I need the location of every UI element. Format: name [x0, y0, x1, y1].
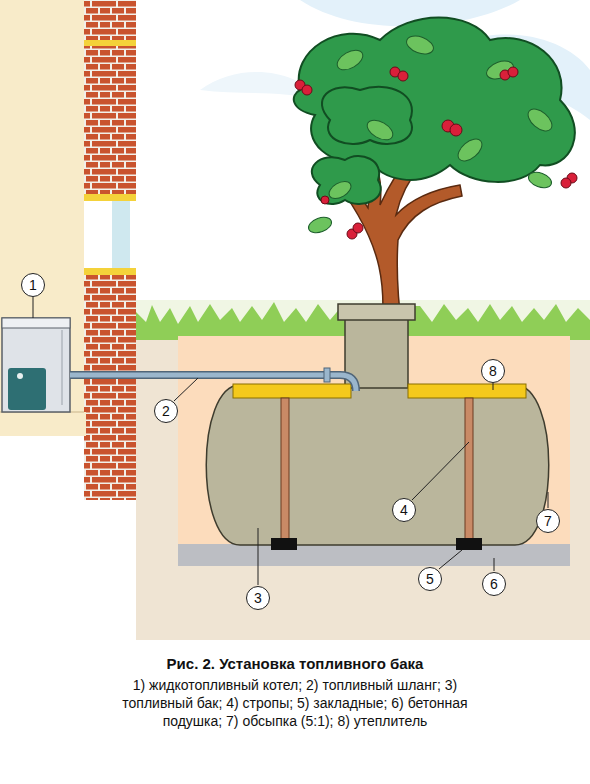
boiler-part: [2, 318, 70, 328]
callout-number: 5: [426, 572, 434, 586]
figure-title: Рис. 2. Установка топливного бака: [85, 655, 505, 672]
leader-lines-part: [33, 297, 34, 318]
tree-part-part: [404, 33, 436, 58]
boiler-part: [62, 330, 63, 405]
straps-part: [271, 538, 297, 550]
callout-number: 3: [254, 591, 262, 605]
tank-part: [338, 304, 415, 320]
house-part: [84, 268, 136, 275]
callout-circle: 6: [482, 572, 506, 596]
straps-part: [456, 538, 482, 550]
straps-part: [465, 398, 473, 540]
tree-part-part: [524, 105, 556, 135]
callout-circle: 4: [392, 498, 416, 522]
callout-number: 2: [162, 404, 170, 418]
figure-caption: 1) жидкотопливный котел; 2) топливный шл…: [120, 676, 470, 731]
callout-circle: 1: [21, 273, 45, 297]
callout-number: 7: [544, 514, 552, 528]
tree-part-part: [302, 85, 312, 95]
straps-part: [281, 398, 289, 540]
insulation: [233, 384, 526, 398]
ground-part: [136, 300, 590, 640]
tree-part-part: [561, 178, 571, 188]
tree-part-part: [450, 124, 462, 136]
tree: [294, 18, 577, 331]
straps: [271, 398, 482, 550]
ground: [136, 300, 590, 640]
callout-circle: 8: [481, 359, 505, 383]
insulation-part: [408, 384, 526, 398]
tree-part: [306, 33, 556, 236]
boiler: [2, 318, 70, 412]
tree-part: [295, 67, 577, 239]
leader-lines-part: [174, 378, 198, 401]
leader-lines-part: [494, 558, 495, 571]
house-part: [84, 272, 136, 500]
insulation-part: [233, 384, 351, 398]
tree-part-part: [353, 223, 363, 233]
leader-lines: [33, 297, 548, 585]
tree-part: [312, 156, 381, 204]
callout-number: 1: [29, 278, 37, 292]
fuel-hose-part: [70, 375, 356, 391]
callout-number: 8: [489, 364, 497, 378]
callout-number: 6: [490, 577, 498, 591]
fuel-hose: [70, 368, 356, 391]
callout-circle: 7: [536, 509, 560, 533]
tree-part-part: [306, 214, 333, 235]
ground-part: [178, 544, 570, 566]
house-part: [0, 412, 86, 436]
callout-circle: 5: [418, 567, 442, 591]
callout-circle: 3: [246, 586, 270, 610]
tank-part: [206, 385, 549, 545]
leader-lines-part: [493, 383, 494, 390]
callout-circle: 2: [154, 399, 178, 423]
house: [0, 0, 136, 500]
callout-number: 4: [400, 503, 408, 517]
house-part: [84, 40, 136, 46]
tree-part-part: [321, 196, 329, 204]
boiler-part: [8, 368, 46, 410]
tree-part-part: [526, 169, 553, 190]
house-part: [0, 0, 84, 412]
house-part: [84, 194, 136, 201]
leader-lines-part: [439, 550, 462, 569]
boiler-part: [17, 373, 23, 379]
leader-lines-part: [412, 442, 469, 500]
boiler-part: [2, 318, 70, 412]
leader-lines-part: [258, 528, 259, 585]
tree-part-part: [326, 178, 354, 202]
tank: [206, 304, 549, 545]
tree-part-part: [334, 46, 366, 74]
tree-part-part: [398, 71, 408, 81]
tree-part-part: [508, 67, 518, 77]
tree-part-part: [364, 116, 396, 144]
house-part: [84, 0, 136, 196]
fuel-hose-part: [324, 368, 330, 382]
tree-part-part: [454, 135, 486, 165]
fuel-hose-part: [70, 375, 356, 391]
leader-lines-part: [548, 492, 549, 508]
tree-part: [322, 87, 412, 144]
